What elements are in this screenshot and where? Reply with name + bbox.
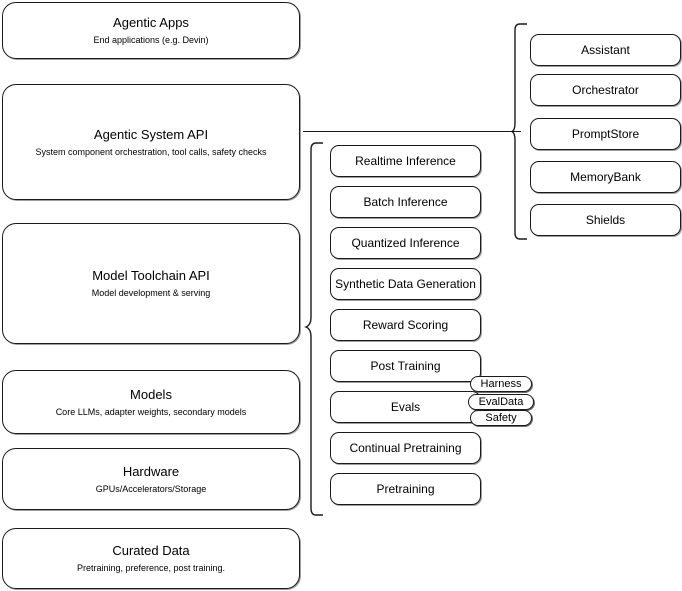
toolchain-component-quantized-inference[interactable]: Quantized Inference <box>330 227 481 259</box>
toolchain-component-continual-pretraining[interactable]: Continual Pretraining <box>330 432 481 464</box>
agentic-system-component-orchestrator[interactable]: Orchestrator <box>530 74 681 106</box>
agentic-system-component-assistant[interactable]: Assistant <box>530 34 681 66</box>
chip-label: Synthetic Data Generation <box>335 277 476 291</box>
layer-title: Agentic Apps <box>113 15 189 30</box>
toolchain-component-post-training[interactable]: Post Training <box>330 350 481 382</box>
layer-subtitle: Pretraining, preference, post training. <box>76 563 226 573</box>
layer-title: Hardware <box>122 463 180 479</box>
evals-badge-safety[interactable]: Safety <box>470 410 532 426</box>
chip-label: Batch Inference <box>363 195 448 209</box>
layer-subtitle: Core LLMs, adapter weights, secondary mo… <box>55 406 247 417</box>
chip-label: Shields <box>585 213 626 227</box>
chip-label: Quantized Inference <box>351 236 460 250</box>
layer-subtitle: Model development & serving <box>91 288 211 298</box>
layer-subtitle: End applications (e.g. Devin) <box>93 35 209 45</box>
chip-label: Reward Scoring <box>362 318 449 332</box>
layer-title: Agentic System API <box>93 126 209 142</box>
stack-layer-agentic-system-api[interactable]: Agentic System API System component orch… <box>2 84 300 200</box>
stack-layer-hardware[interactable]: Hardware GPUs/Accelerators/Storage <box>2 448 300 510</box>
evals-badge-evaldata[interactable]: EvalData <box>468 394 534 410</box>
toolchain-component-realtime-inference[interactable]: Realtime Inference <box>330 145 481 177</box>
chip-label: MemoryBank <box>570 170 641 184</box>
layer-title: Curated Data <box>112 543 190 558</box>
toolchain-component-pretraining[interactable]: Pretraining <box>330 473 481 505</box>
layer-subtitle: GPUs/Accelerators/Storage <box>95 483 207 494</box>
pill-label: Harness <box>480 378 522 390</box>
pill-label: Safety <box>485 412 517 424</box>
chip-label: Realtime Inference <box>355 154 456 168</box>
chip-label: Continual Pretraining <box>349 441 462 455</box>
chip-label: Pretraining <box>376 482 435 496</box>
toolchain-component-reward-scoring[interactable]: Reward Scoring <box>330 309 481 341</box>
pill-label: EvalData <box>478 396 524 408</box>
agentic-system-connector-line <box>303 131 521 132</box>
evals-badge-harness[interactable]: Harness <box>470 376 532 392</box>
stack-layer-curated-data[interactable]: Curated Data Pretraining, preference, po… <box>2 528 300 589</box>
toolchain-component-batch-inference[interactable]: Batch Inference <box>330 186 481 218</box>
stack-layer-agentic-apps[interactable]: Agentic Apps End applications (e.g. Devi… <box>2 2 300 59</box>
agentic-system-component-shields[interactable]: Shields <box>530 204 681 236</box>
chip-label: Evals <box>390 400 421 414</box>
model-toolchain-brace <box>304 141 324 519</box>
stack-layer-models[interactable]: Models Core LLMs, adapter weights, secon… <box>2 370 300 434</box>
layer-title: Models <box>130 386 172 402</box>
layer-title: Model Toolchain API <box>92 268 210 283</box>
chip-label: PromptStore <box>571 127 640 141</box>
chip-label: Post Training <box>370 359 441 373</box>
toolchain-component-evals[interactable]: Evals <box>330 391 481 423</box>
toolchain-component-synthetic-data-generation[interactable]: Synthetic Data Generation <box>330 268 481 300</box>
chip-label: Orchestrator <box>572 83 639 97</box>
chip-label: Assistant <box>581 43 630 57</box>
agentic-system-brace <box>510 22 528 242</box>
layer-subtitle: System component orchestration, tool cal… <box>35 146 267 157</box>
agentic-system-component-memorybank[interactable]: MemoryBank <box>530 161 681 193</box>
agentic-system-component-promptstore[interactable]: PromptStore <box>530 118 681 150</box>
stack-layer-model-toolchain-api[interactable]: Model Toolchain API Model development & … <box>2 223 300 344</box>
